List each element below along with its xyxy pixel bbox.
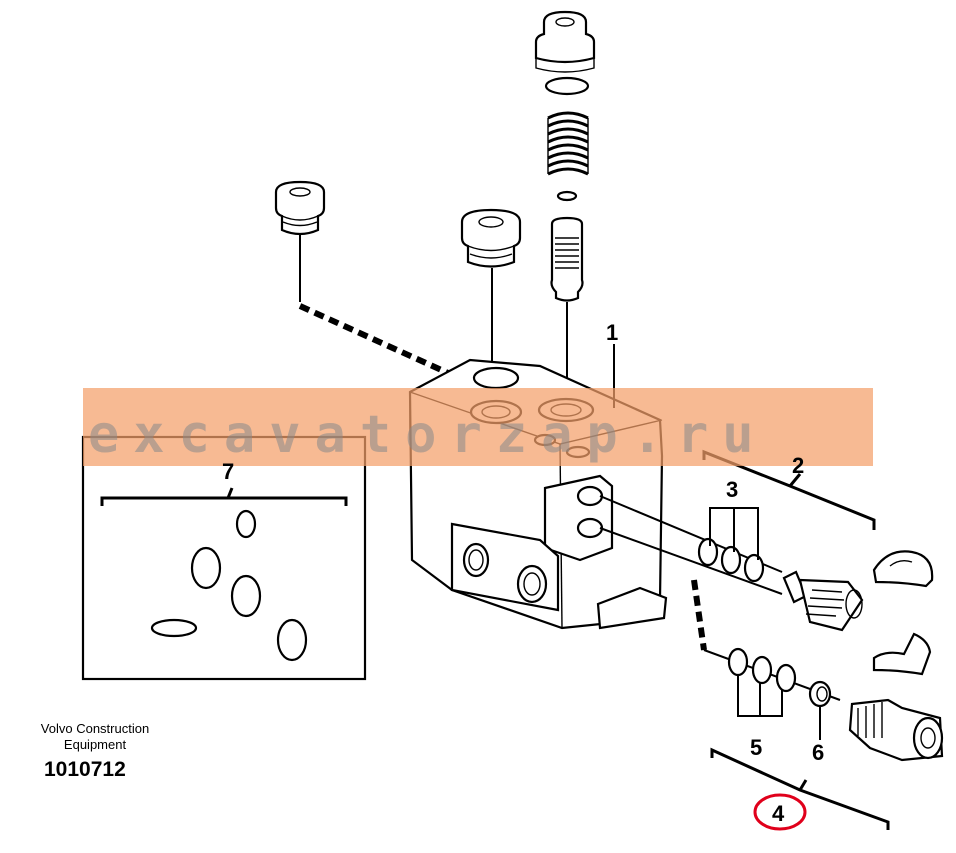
brand-label: Volvo Construction Equipment	[20, 721, 170, 753]
dashed-assembly-line	[298, 303, 492, 395]
relief-valve-lower	[848, 698, 944, 762]
relief-valve-upper	[782, 570, 864, 632]
seal-rings-upper	[697, 537, 765, 583]
protective-cap-lower	[872, 632, 932, 676]
seal-kit-o-rings	[150, 509, 308, 662]
o-ring-cap	[544, 76, 590, 96]
callout-2: 2	[792, 453, 804, 478]
callout-7: 7	[222, 459, 234, 484]
backup-ring	[808, 680, 832, 708]
plug-center	[460, 208, 522, 268]
callout-5: 5	[750, 735, 762, 760]
plug-left	[274, 180, 326, 236]
brace-3	[709, 507, 759, 560]
watermark-band	[83, 388, 873, 466]
brand-line-2: Equipment	[63, 737, 127, 752]
callout-4-highlight	[753, 793, 807, 831]
valve-spool	[550, 216, 584, 302]
callout-1: 1	[606, 320, 618, 345]
watermark-text: excavatorzap.ru	[88, 405, 768, 465]
spring-washer	[556, 190, 578, 202]
seal-kit-box	[81, 435, 367, 681]
protective-cap-upper	[872, 550, 934, 588]
document-number: 1010712	[44, 758, 126, 781]
valve-cap	[534, 10, 596, 73]
seal-rings-lower	[727, 647, 797, 693]
brand-line-1: Volvo Construction	[40, 721, 150, 736]
callout-6: 6	[812, 740, 824, 765]
callout-4: 4	[772, 801, 785, 826]
brace-5	[737, 676, 783, 717]
callout-3: 3	[726, 477, 738, 502]
spring	[547, 111, 589, 176]
